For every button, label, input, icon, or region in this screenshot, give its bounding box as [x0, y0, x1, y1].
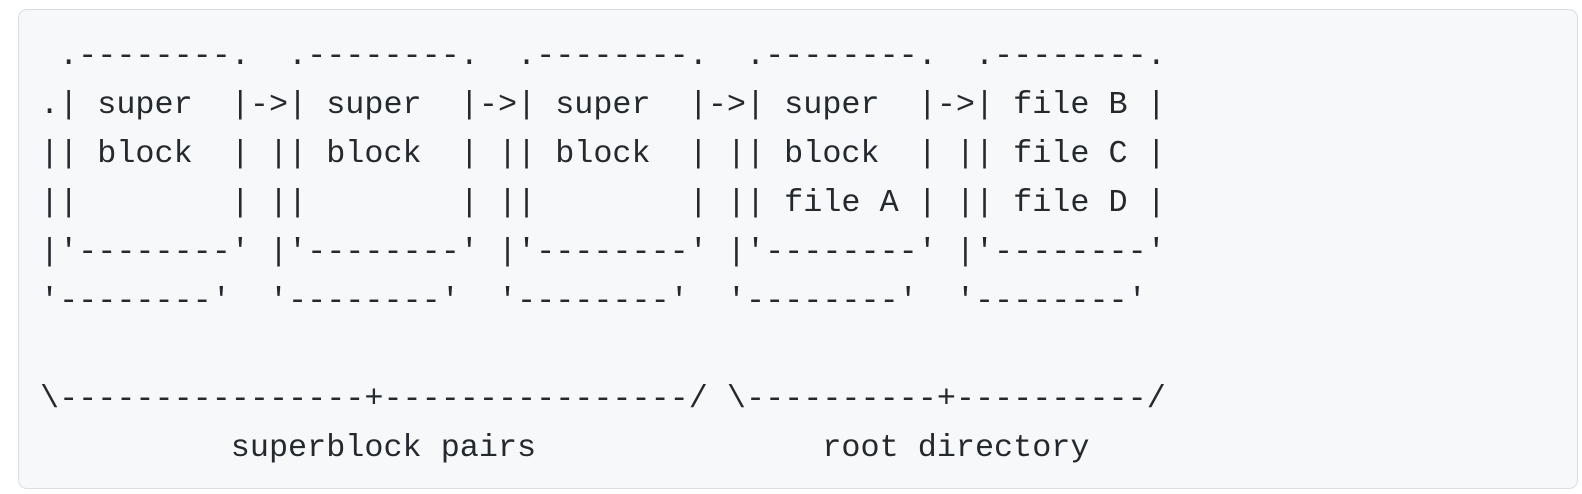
ascii-line-block-row: || block | || block | || block | || bloc…: [40, 136, 1166, 172]
ascii-line-box-tops: .--------. .--------. .--------. .------…: [40, 38, 1166, 74]
ascii-line-inner-bottoms: |'--------' |'--------' |'--------' |'--…: [40, 234, 1166, 270]
code-block-panel: .--------. .--------. .--------. .------…: [18, 9, 1578, 489]
ascii-line-captions: superblock pairs root directory: [40, 430, 1090, 466]
ascii-line-files-row: || | || | || | || file A | || file D |: [40, 185, 1166, 221]
ascii-line-super-row: .| super |->| super |->| super |->| supe…: [40, 87, 1166, 123]
ascii-line-blank: [40, 326, 1561, 375]
ascii-diagram: .--------. .--------. .--------. .------…: [40, 32, 1561, 473]
ascii-line-braces: \----------------+----------------/ \---…: [40, 381, 1166, 417]
ascii-line-outer-bottoms: '--------' '--------' '--------' '------…: [40, 283, 1147, 319]
